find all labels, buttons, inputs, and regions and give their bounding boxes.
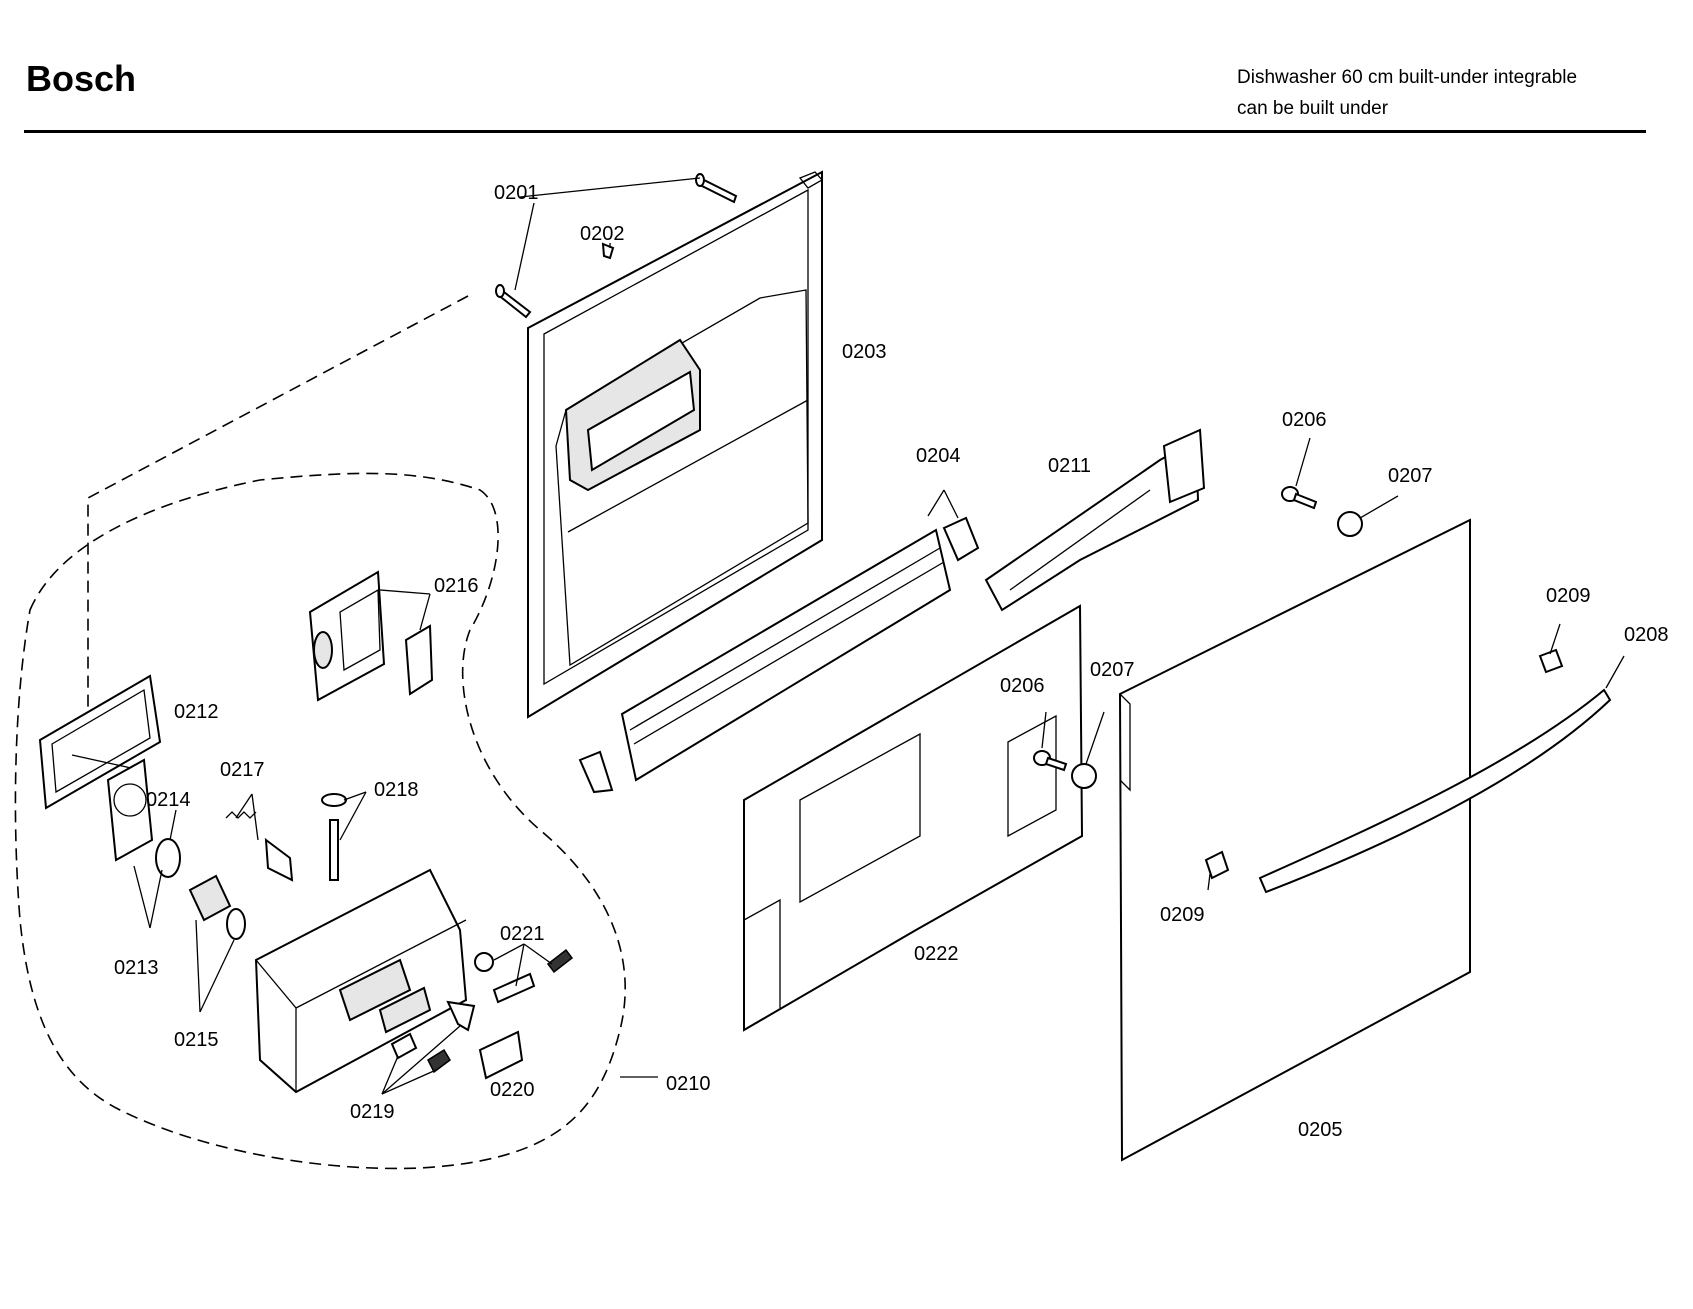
label-0219: 0219 [350,1101,395,1123]
diagram-subtitle: Dishwasher 60 cm built-under integrable … [1237,62,1577,124]
label-0215: 0215 [174,1029,219,1051]
label-0203: 0203 [842,341,887,363]
part-0206-screw-upper [1281,486,1318,510]
part-0218-pin [321,793,347,881]
label-0209-right: 0209 [1546,585,1591,607]
part-0209-cap-left [1204,850,1230,880]
label-0207-upper: 0207 [1388,465,1433,487]
label-0202: 0202 [580,223,625,245]
label-0218: 0218 [374,779,419,801]
label-0213: 0213 [114,957,159,979]
label-0206-upper: 0206 [1282,409,1327,431]
part-0205-outer-door [1118,518,1471,1162]
label-0220: 0220 [490,1079,535,1101]
part-0222-panel [743,604,1084,1032]
part-0207-nut-upper [1337,511,1363,537]
part-0221 [474,948,574,1004]
label-0216: 0216 [434,575,479,597]
header-rule [24,130,1646,133]
part-0203-inner-door [527,170,824,719]
part-0207-nut-lower [1071,763,1097,789]
part-0206-screw-lower [1033,750,1068,772]
part-0202-clip [601,242,615,260]
part-0216 [308,570,434,702]
part-0219 [390,1000,476,1074]
assembly-leader-lines [87,295,469,710]
part-0211-hinge [984,428,1206,612]
subtitle-line-2: can be built under [1237,98,1389,119]
label-0206-lower: 0206 [1000,675,1045,697]
part-0208-handle [1258,688,1612,894]
part-0220-switch [478,1030,524,1080]
part-0217-spring [225,811,294,882]
part-0214-ring [155,838,181,878]
part-0204-trim [578,516,980,794]
part-0212-frame [38,674,162,810]
part-0213-bracket [106,758,154,862]
part-0209-cap-right [1538,648,1564,674]
label-0204: 0204 [916,445,961,467]
brand-title: Bosch [26,58,137,99]
label-0214: 0214 [146,789,191,811]
label-0222: 0222 [914,943,959,965]
part-0210-boundary [14,472,658,1170]
part-0201-screws [495,173,738,319]
label-0208: 0208 [1624,624,1669,646]
label-0211: 0211 [1048,455,1091,477]
leader-lines [133,243,1625,1095]
subtitle-line-1: Dishwasher 60 cm built-under integrable [1237,67,1578,88]
label-0217: 0217 [220,759,265,781]
part-0210-control-module [254,868,468,1094]
label-0212: 0212 [174,701,219,723]
label-0210: 0210 [666,1073,711,1095]
part-labels: 0201 0202 0203 0204 0205 0206 0207 0206 … [114,182,1669,1141]
part-0215-bearing [188,874,246,940]
label-0209-left: 0209 [1160,904,1205,926]
label-0201: 0201 [494,182,539,204]
label-0205: 0205 [1298,1119,1343,1141]
label-0207-lower: 0207 [1090,659,1135,681]
label-0221: 0221 [500,923,545,945]
